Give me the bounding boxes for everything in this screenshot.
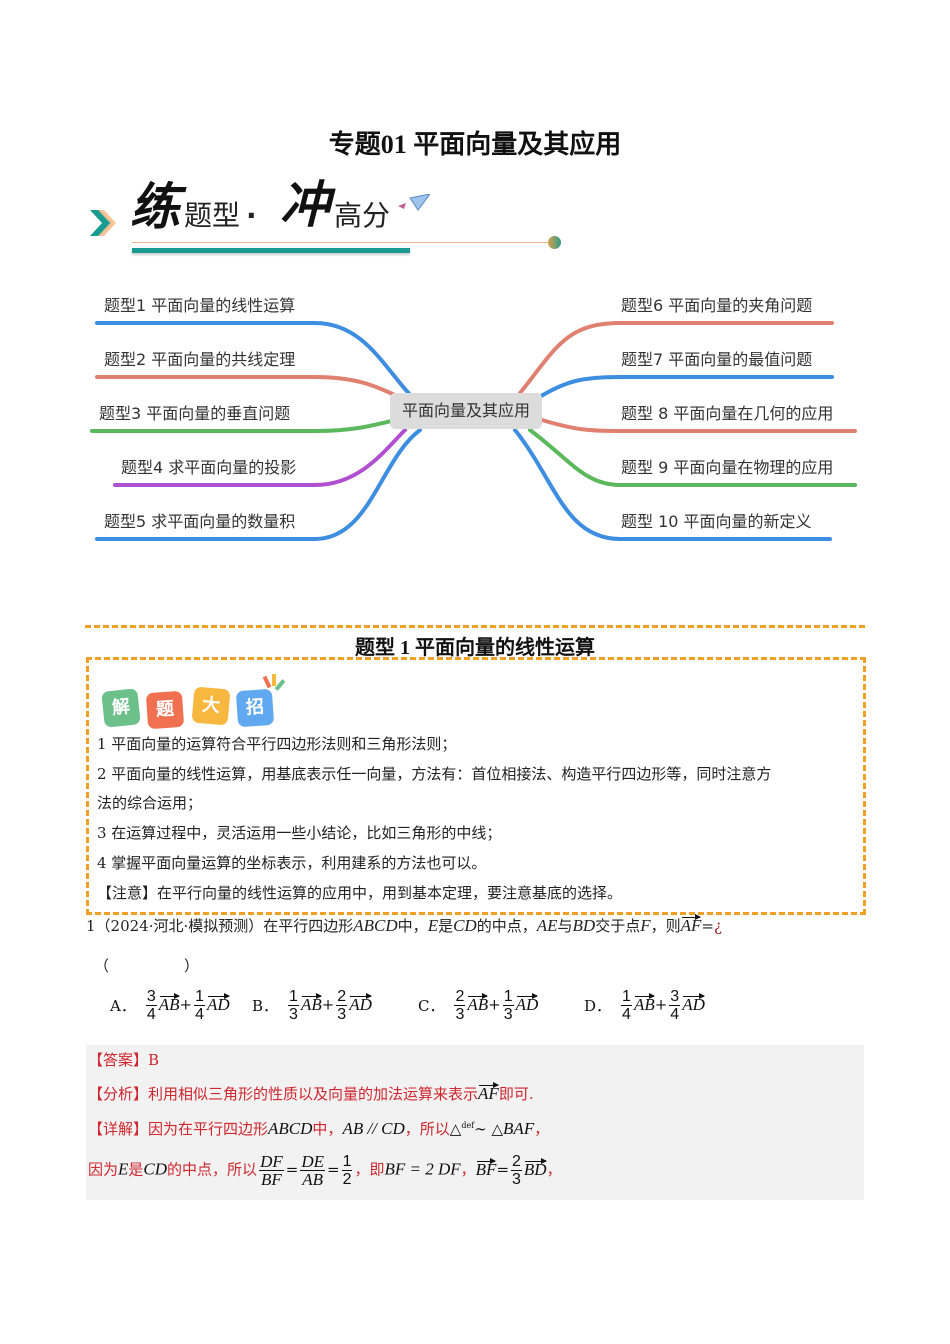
- banner-underline: [132, 248, 410, 253]
- mindmap-node-type3: 题型3 平面向量的垂直问题: [99, 404, 291, 423]
- answer-value: B: [148, 1051, 160, 1069]
- banner-char-practice: 练: [130, 177, 180, 236]
- question-number: 1: [86, 917, 96, 935]
- badge-zhao: 招: [235, 688, 275, 728]
- mindmap-node-type2: 题型2 平面向量的共线定理: [104, 350, 296, 369]
- chevron-right-icon: [90, 210, 116, 236]
- detail-line-1: 【详解】因为在平行四边形ABCD中，AB // CD，所以△def∼ △BAF，: [88, 1119, 550, 1138]
- tip-line-4: 4 掌握平面向量运算的坐标表示，利用建系的方法也可以。: [97, 854, 487, 872]
- question-source: （2024·河北·模拟预测）: [95, 917, 264, 935]
- answer-blank: （ ）: [94, 957, 200, 975]
- paper-plane-icon: [398, 194, 430, 211]
- badge-ti: 题: [145, 690, 185, 730]
- tips-badge-group: 解 题 大 招: [99, 674, 289, 730]
- analysis-line: 【分析】利用相似三角形的性质以及向量的加法运算来表示AF即可.: [88, 1082, 534, 1103]
- mindmap-node-type9: 题型 9 平面向量在物理的应用: [621, 458, 834, 477]
- section-banner: 练 题型 · 冲 高分: [88, 180, 568, 260]
- mindmap-node-type8: 题型 8 平面向量在几何的应用: [621, 404, 834, 423]
- banner-divider: [132, 242, 552, 243]
- page-title: 专题01 平面向量及其应用: [328, 130, 622, 159]
- tip-line-3: 3 在运算过程中，灵活运用一些小结论，比如三角形的中线；: [97, 824, 502, 842]
- section-title: 题型 1 平面向量的线性运算: [355, 637, 595, 659]
- banner-separator: ·: [246, 199, 257, 232]
- banner-text-types: 题型: [184, 199, 241, 232]
- question-stem: 1（2024·河北·模拟预测）在平行四边形ABCD中，E是CD的中点，AE与BD…: [86, 914, 723, 935]
- mindmap-node-type7: 题型7 平面向量的最值问题: [621, 350, 813, 369]
- mindmap-center-node: 平面向量及其应用: [390, 393, 542, 429]
- tip-note: 【注意】在平行向量的线性运算的应用中，用到基本定理，要注意基底的选择。: [97, 884, 623, 902]
- banner-text-highscore: 高分: [334, 199, 391, 232]
- answer-line: 【答案】B: [88, 1051, 160, 1069]
- section-top-border: [85, 625, 865, 628]
- badge-da: 大: [191, 686, 231, 726]
- mindmap-node-type4: 题型4 求平面向量的投影: [121, 458, 297, 477]
- tips-box: 解 题 大 招 1 平面向量的运算符合平行四边形法则和三角形法则； 2 平面向量…: [86, 657, 866, 915]
- badge-jie: 解: [101, 688, 141, 728]
- banner-char-rush: 冲: [280, 175, 330, 234]
- sparkle-icon: [262, 674, 286, 691]
- mindmap-node-type5: 题型5 求平面向量的数量积: [104, 512, 296, 531]
- tip-line-2-cont: 法的综合运用；: [97, 794, 203, 812]
- banner-dot: [548, 236, 561, 249]
- mindmap: 平面向量及其应用 题型1 平面向量的线性运算 题型2 平面向量的共线定理 题型3…: [85, 280, 875, 550]
- mindmap-node-type6: 题型6 平面向量的夹角问题: [621, 296, 813, 315]
- tip-line-2: 2 平面向量的线性运算，用基底表示任一向量，方法有：首位相接法、构造平行四边形等…: [97, 765, 772, 783]
- solution-block: 【答案】B 【分析】利用相似三角形的性质以及向量的加法运算来表示AF即可. 【详…: [86, 1045, 864, 1200]
- vector-af: AF: [680, 914, 702, 935]
- tip-line-1: 1 平面向量的运算符合平行四边形法则和三角形法则；: [97, 735, 457, 753]
- mindmap-node-type1: 题型1 平面向量的线性运算: [104, 296, 296, 315]
- mindmap-node-type10: 题型 10 平面向量的新定义: [621, 512, 812, 531]
